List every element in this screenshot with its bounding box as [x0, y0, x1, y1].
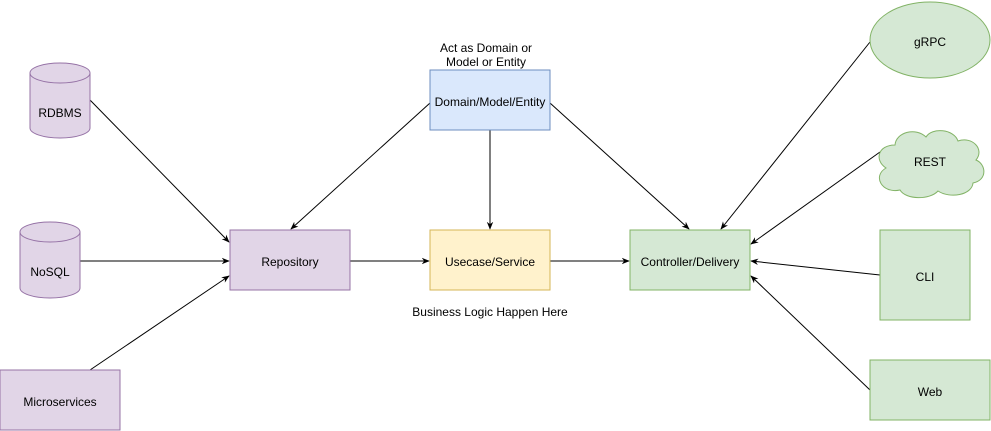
- node-rest-label: REST: [914, 155, 947, 169]
- edge-rdbms-repository: [89, 99, 230, 243]
- edge-domain-repository: [290, 102, 431, 230]
- node-usecase-label: Usecase/Service: [445, 255, 535, 269]
- domain-note-line1: Act as Domain or: [440, 41, 532, 55]
- edges: [80, 41, 881, 391]
- node-controller-label: Controller/Delivery: [641, 255, 740, 269]
- node-usecase: Usecase/Service Business Logic Happen He…: [412, 229, 568, 319]
- node-nosql: NoSQL: [19, 221, 81, 299]
- node-nosql-label: NoSQL: [30, 265, 70, 279]
- edge-domain-controller: [549, 102, 690, 230]
- node-repository: Repository: [229, 229, 351, 291]
- node-rdbms-label: RDBMS: [38, 106, 81, 120]
- edge-grpc-controller: [720, 41, 871, 230]
- edge-cli-controller: [750, 258, 881, 276]
- node-grpc: gRPC: [869, 1, 991, 79]
- node-repository-label: Repository: [261, 255, 318, 269]
- edge-web-controller: [750, 275, 871, 391]
- node-web: Web: [869, 359, 991, 421]
- node-microservices-label: Microservices: [23, 395, 96, 409]
- node-web-label: Web: [918, 385, 943, 399]
- edge-rest-controller: [750, 151, 881, 245]
- node-rest: REST: [878, 130, 985, 199]
- node-domain-label: Domain/Model/Entity: [435, 95, 546, 109]
- node-microservices: Microservices: [0, 369, 121, 431]
- node-rdbms: RDBMS: [29, 62, 91, 139]
- edge-microservices-repository: [89, 275, 230, 371]
- node-controller: Controller/Delivery: [629, 229, 751, 291]
- usecase-note: Business Logic Happen Here: [412, 305, 568, 319]
- node-cli-label: CLI: [916, 270, 935, 284]
- node-grpc-label: gRPC: [914, 35, 946, 49]
- node-cli: CLI: [879, 229, 971, 321]
- node-domain: Act as Domain or Model or Entity Domain/…: [429, 41, 551, 131]
- domain-note-line2: Model or Entity: [446, 55, 526, 69]
